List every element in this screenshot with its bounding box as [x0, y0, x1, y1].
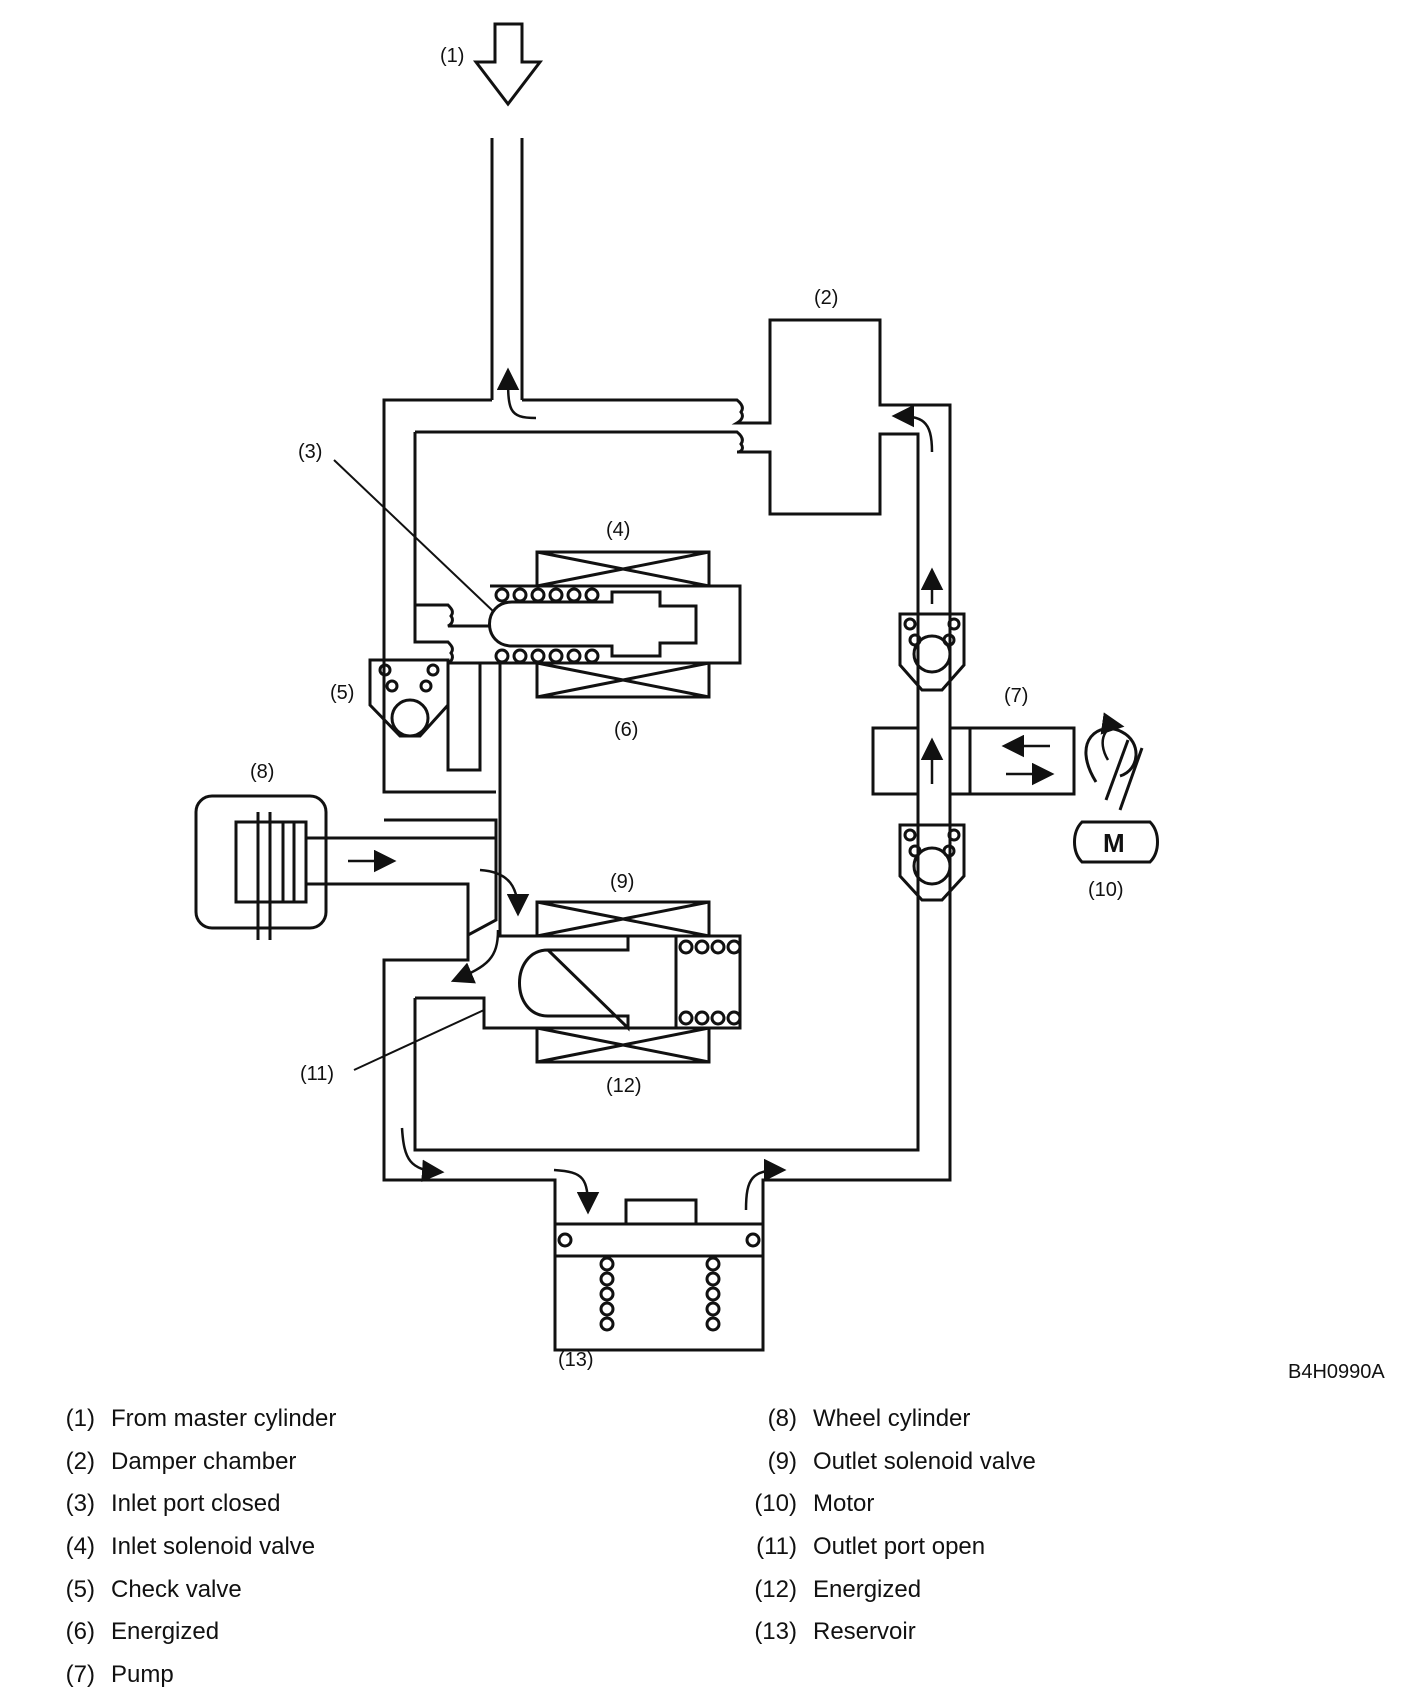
legend-num: (9)	[767, 1447, 797, 1475]
motor-symbol: M	[1103, 828, 1125, 858]
outer-loop-pipes	[382, 318, 952, 1276]
legend-num: (13)	[754, 1618, 797, 1646]
legend-item: (1) From master cylinder	[38, 1398, 638, 1441]
legend-right: (8) Wheel cylinder (9) Outlet solenoid val…	[740, 1398, 1340, 1654]
legend-text: Damper chamber	[111, 1447, 297, 1475]
master-cylinder-line	[490, 138, 524, 400]
callout-4: (4)	[606, 519, 630, 541]
check-valve	[368, 658, 450, 738]
abs-hydraulic-diagram: (1) (2) (3) (4) (5) (6) (7) (8) (9) (10)…	[194, 22, 1385, 1380]
legend-text: Motor	[813, 1490, 875, 1518]
legend-left: (1) From master cylinder (2) Damper chambe…	[38, 1398, 638, 1696]
motor	[1073, 727, 1159, 864]
legend-item: (10) Motor	[740, 1483, 1340, 1526]
input-arrow	[472, 22, 544, 107]
leader-lines	[333, 459, 495, 1071]
inlet-branch	[413, 603, 502, 792]
reservoir	[553, 1198, 765, 1352]
legend-text: Outlet solenoid valve	[813, 1447, 1036, 1475]
pump	[871, 612, 1076, 902]
legend-item: (12) Energized	[740, 1568, 1340, 1611]
callout-6: (6)	[614, 719, 638, 741]
legend-text: From master cylinder	[111, 1405, 337, 1433]
legend-num: (6)	[65, 1618, 95, 1646]
callout-13: (13)	[558, 1349, 594, 1371]
legend-item: (11) Outlet port open	[740, 1526, 1340, 1569]
legend-text: Energized	[111, 1618, 220, 1646]
legend-item: (6) Energized	[38, 1611, 638, 1654]
legend-item: (3) Inlet port closed	[38, 1483, 638, 1526]
callout-10: (10)	[1088, 879, 1124, 901]
legend-item: (8) Wheel cylinder	[740, 1398, 1340, 1441]
callout-5: (5)	[330, 682, 354, 704]
legend-text: Inlet port closed	[111, 1490, 281, 1518]
callout-1: (1)	[440, 45, 464, 67]
legend-text: Inlet solenoid valve	[111, 1533, 316, 1561]
legend-num: (8)	[767, 1405, 797, 1433]
legend-text: Check valve	[111, 1575, 242, 1603]
legend-num: (10)	[754, 1490, 797, 1518]
callout-2: (2)	[814, 287, 838, 309]
legend-text: Energized	[813, 1575, 922, 1603]
legend-item: (9) Outlet solenoid valve	[740, 1441, 1340, 1484]
legend-item: (7) Pump	[38, 1654, 638, 1696]
figure-code: B4H0990A	[1288, 1361, 1385, 1380]
outlet-solenoid-valve	[415, 792, 742, 1064]
flow-arrows	[348, 367, 1125, 1215]
wheel-cylinder	[194, 794, 498, 960]
callout-11: (11)	[300, 1063, 334, 1085]
legend-text: Wheel cylinder	[813, 1405, 971, 1433]
legend-num: (11)	[756, 1533, 797, 1561]
callout-9: (9)	[610, 871, 634, 893]
legend-text: Reservoir	[813, 1618, 916, 1646]
callout-7: (7)	[1004, 685, 1028, 707]
legend-num: (12)	[754, 1575, 797, 1603]
legend-text: Pump	[111, 1660, 174, 1688]
callout-12: (12)	[606, 1075, 642, 1097]
legend-num: (1)	[65, 1405, 95, 1433]
legend-item: (4) Inlet solenoid valve	[38, 1526, 638, 1569]
callout-3: (3)	[298, 441, 322, 463]
callout-8: (8)	[250, 761, 274, 783]
legend-num: (3)	[65, 1490, 95, 1518]
legend-item: (2) Damper chamber	[38, 1441, 638, 1484]
legend-item: (5) Check valve	[38, 1568, 638, 1611]
inlet-solenoid-valve	[488, 550, 742, 699]
legend-num: (5)	[65, 1575, 95, 1603]
legend-item: (13) Reservoir	[740, 1611, 1340, 1654]
legend-num: (4)	[65, 1533, 95, 1561]
legend-num: (2)	[65, 1447, 95, 1475]
legend-num: (7)	[65, 1660, 95, 1688]
legend-text: Outlet port open	[813, 1533, 986, 1561]
